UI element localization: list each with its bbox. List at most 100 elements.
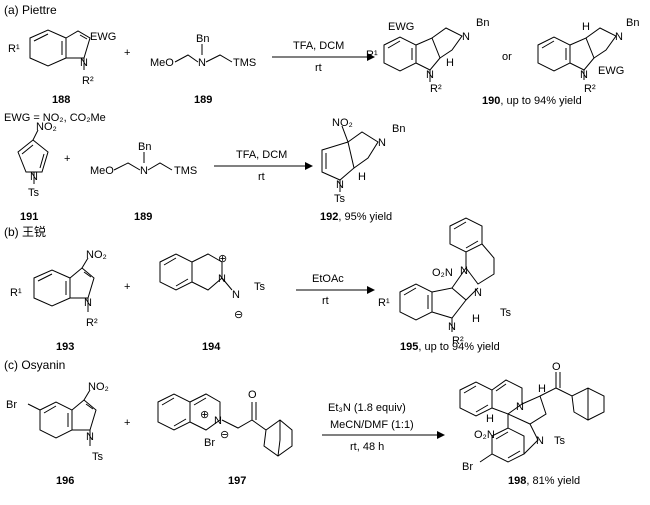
label-n: N bbox=[426, 69, 434, 81]
label-bn: Bn bbox=[392, 123, 405, 135]
label-ewg: EWG bbox=[388, 21, 414, 33]
label-ts: Ts bbox=[92, 451, 104, 463]
condition-below: rt bbox=[322, 295, 329, 307]
label-n: N bbox=[536, 435, 544, 447]
label-n: N bbox=[448, 321, 456, 333]
label-bn: Bn bbox=[196, 33, 209, 45]
condition-above: TFA, DCM bbox=[236, 149, 287, 161]
product-caption-190: 190, up to 94% yield bbox=[482, 95, 582, 107]
label-n: N bbox=[516, 401, 524, 413]
yield-195: , up to 94% yield bbox=[418, 341, 499, 353]
label-n: N bbox=[84, 297, 92, 309]
or-text: or bbox=[502, 51, 512, 63]
compound-191: NO₂ N Ts bbox=[17, 121, 57, 199]
condition-above: EtOAc bbox=[312, 273, 344, 285]
compound-189: Bn MeO N TMS bbox=[150, 33, 256, 69]
condition-above: TFA, DCM bbox=[293, 40, 344, 52]
compound-197: O N ⊕ Br ⊖ bbox=[157, 389, 293, 457]
label-n: N bbox=[218, 273, 226, 285]
compound-number-189: 189 bbox=[194, 94, 212, 106]
compound-number-196: 196 bbox=[56, 475, 74, 487]
label-ewg: EWG bbox=[598, 65, 624, 77]
condition-line-1: Et₃N (1.8 equiv) bbox=[328, 402, 406, 414]
label-o: O bbox=[552, 361, 561, 373]
label-r2: R² bbox=[584, 83, 596, 95]
label-bn: Bn bbox=[138, 141, 151, 153]
product-caption-198: 198, 81% yield bbox=[508, 475, 580, 487]
label-r1: R¹ bbox=[8, 43, 20, 55]
compound-number-188: 188 bbox=[52, 94, 70, 106]
label-ts: Ts bbox=[554, 435, 566, 447]
label-n: N bbox=[140, 165, 148, 177]
compound-194: ⊕ N N Ts ⊖ bbox=[159, 253, 266, 321]
compound-number-189: 189 bbox=[134, 211, 152, 223]
compound-number-191: 191 bbox=[20, 211, 38, 223]
label-ewg: EWG bbox=[90, 31, 116, 43]
label-no2: NO₂ bbox=[86, 249, 107, 261]
label-n: N bbox=[198, 57, 206, 69]
yield-190: , up to 94% yield bbox=[500, 95, 581, 107]
label-h: H bbox=[472, 313, 480, 325]
label-n: N bbox=[378, 137, 386, 149]
label-br: Br bbox=[204, 437, 215, 449]
label-o: O bbox=[248, 389, 257, 401]
yield-192: , 95% yield bbox=[338, 211, 392, 223]
label-ts: Ts bbox=[28, 187, 40, 199]
label-h: H bbox=[358, 171, 366, 183]
label-n: N bbox=[474, 287, 482, 299]
label-h: H bbox=[446, 57, 454, 69]
compound-number-195: 195 bbox=[400, 341, 418, 353]
compound-190-alternative: H N Bn N EWG R² bbox=[537, 17, 639, 95]
compound-195: O₂N N N Ts R¹ N H R² bbox=[378, 217, 512, 347]
label-plus-charge: ⊕ bbox=[218, 253, 227, 265]
condition-below: rt bbox=[315, 62, 322, 74]
label-n: N bbox=[80, 57, 88, 69]
label-no2: NO₂ bbox=[332, 117, 353, 129]
label-br: Br bbox=[6, 399, 17, 411]
compound-198: O N H H O₂N N Ts Br bbox=[459, 361, 605, 473]
label-r2: R² bbox=[430, 83, 442, 95]
label-h: H bbox=[538, 383, 546, 395]
label-r1: R¹ bbox=[366, 49, 378, 61]
compound-188: EWG R¹ N R² bbox=[8, 29, 116, 87]
label-meo: MeO bbox=[90, 165, 114, 177]
label-ts: Ts bbox=[500, 307, 512, 319]
label-n: N bbox=[462, 31, 470, 43]
label-ts: Ts bbox=[334, 193, 346, 205]
yield-198: , 81% yield bbox=[526, 475, 580, 487]
label-n: N bbox=[232, 289, 240, 301]
label-ts: Ts bbox=[254, 281, 266, 293]
compound-number-198: 198 bbox=[508, 475, 526, 487]
label-n: N bbox=[460, 265, 468, 277]
label-n: N bbox=[336, 179, 344, 191]
label-n: N bbox=[30, 171, 38, 183]
condition-line-2: MeCN/DMF (1:1) bbox=[330, 419, 414, 431]
label-no2: NO₂ bbox=[88, 381, 109, 393]
section-title-b: (b) 王锐 bbox=[4, 225, 46, 239]
label-r2: R² bbox=[82, 75, 94, 87]
plus-sign: + bbox=[124, 281, 130, 293]
compound-190: EWG N Bn R¹ N H R² bbox=[366, 17, 489, 95]
plus-sign: + bbox=[124, 417, 130, 429]
compound-number-197: 197 bbox=[228, 475, 246, 487]
label-tms: TMS bbox=[233, 57, 256, 69]
section-title-a: (a) Piettre bbox=[4, 3, 57, 17]
condition-line-3: rt, 48 h bbox=[350, 441, 384, 453]
label-r1: R¹ bbox=[378, 297, 390, 309]
label-bn: Bn bbox=[476, 17, 489, 29]
compound-number-192: 192 bbox=[320, 211, 338, 223]
label-br: Br bbox=[462, 461, 473, 473]
label-o2n: O₂N bbox=[432, 267, 453, 279]
plus-sign: + bbox=[124, 47, 130, 59]
label-no2: NO₂ bbox=[36, 121, 57, 133]
label-n: N bbox=[86, 431, 94, 443]
compound-number-194: 194 bbox=[202, 341, 221, 353]
label-n: N bbox=[615, 31, 623, 43]
label-tms: TMS bbox=[174, 165, 197, 177]
label-r2: R² bbox=[452, 335, 464, 347]
product-caption-192: 192, 95% yield bbox=[320, 211, 392, 223]
compound-189: Bn MeO N TMS bbox=[90, 141, 197, 177]
compound-number-190: 190 bbox=[482, 95, 500, 107]
label-h: H bbox=[582, 21, 590, 33]
